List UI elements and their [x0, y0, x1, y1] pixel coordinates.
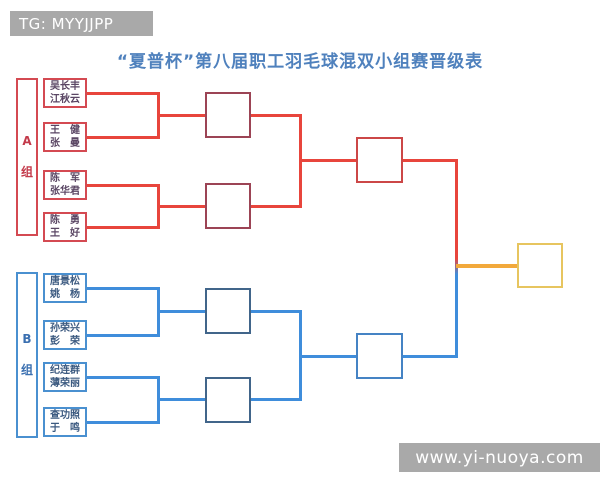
connector-line [87, 376, 160, 379]
connector-line [251, 114, 302, 117]
connector-line [87, 226, 160, 229]
team-box-a1: 吴长丰 江秋云 [43, 78, 87, 108]
team-box-a4: 陈 勇 王 好 [43, 212, 87, 242]
connector-line [157, 114, 205, 117]
group-b-char: 组 [20, 363, 33, 377]
team-b2-player1: 孙荣兴 [50, 323, 80, 334]
team-a1-player1: 吴长丰 [50, 81, 80, 92]
team-a2-player1: 王 健 [50, 125, 80, 136]
team-b1-player2: 姚 杨 [50, 289, 80, 300]
champion-connector [456, 264, 517, 268]
semifinal-box-a2 [205, 183, 251, 229]
team-box-a3: 陈 军 张华君 [43, 170, 87, 200]
team-b4-player1: 查功照 [50, 410, 80, 421]
connector-line [157, 310, 205, 313]
connector-line [403, 355, 457, 358]
semifinal-box-b2 [205, 377, 251, 423]
connector-line [251, 205, 302, 208]
connector-line [251, 310, 302, 313]
group-b-label-box: B 组 [16, 272, 38, 438]
group-a-label-box: A 组 [16, 78, 38, 236]
champion-box [517, 243, 563, 288]
group-a-letter: A [22, 134, 32, 148]
connector-line [87, 287, 160, 290]
connector-line [87, 92, 160, 95]
connector-line [403, 159, 457, 162]
group-a-char: 组 [20, 165, 33, 179]
watermark-website-badge: www.yi-nuoya.com [399, 443, 600, 472]
final-box-group-a [356, 137, 403, 183]
connector-line [87, 136, 160, 139]
connector-line [251, 398, 302, 401]
team-a4-player2: 王 好 [50, 228, 80, 239]
team-a3-player1: 陈 军 [50, 173, 80, 184]
connector-line [87, 334, 160, 337]
team-a3-player2: 张华君 [50, 186, 80, 197]
connector-line [87, 184, 160, 187]
team-box-a2: 王 健 张 曼 [43, 122, 87, 152]
team-box-b2: 孙荣兴 彭 荣 [43, 320, 87, 350]
group-b-letter: B [22, 332, 32, 346]
team-box-b3: 纪连群 薄荣丽 [43, 362, 87, 392]
team-b3-player2: 薄荣丽 [50, 378, 80, 389]
team-a4-player1: 陈 勇 [50, 215, 80, 226]
semifinal-box-b1 [205, 288, 251, 334]
connector-line [157, 398, 205, 401]
team-box-b4: 查功照 于 鸣 [43, 407, 87, 437]
semifinal-box-a1 [205, 92, 251, 138]
team-b4-player2: 于 鸣 [50, 423, 80, 434]
page-title: “夏普杯”第八届职工羽毛球混双小组赛晋级表 [116, 52, 484, 72]
team-b2-player2: 彭 荣 [50, 336, 80, 347]
connector-line [87, 421, 160, 424]
connector-line [157, 205, 205, 208]
connector-line [299, 159, 356, 162]
connector-line [299, 355, 356, 358]
team-b3-player1: 纪连群 [50, 365, 80, 376]
team-b1-player1: 唐景松 [50, 276, 80, 287]
final-box-group-b [356, 333, 403, 379]
grand-final-connector [455, 159, 458, 358]
team-a1-player2: 江秋云 [50, 94, 80, 105]
team-box-b1: 唐景松 姚 杨 [43, 273, 87, 303]
team-a2-player2: 张 曼 [50, 138, 80, 149]
watermark-telegram-badge: TG: MYYJJPP [10, 11, 153, 36]
